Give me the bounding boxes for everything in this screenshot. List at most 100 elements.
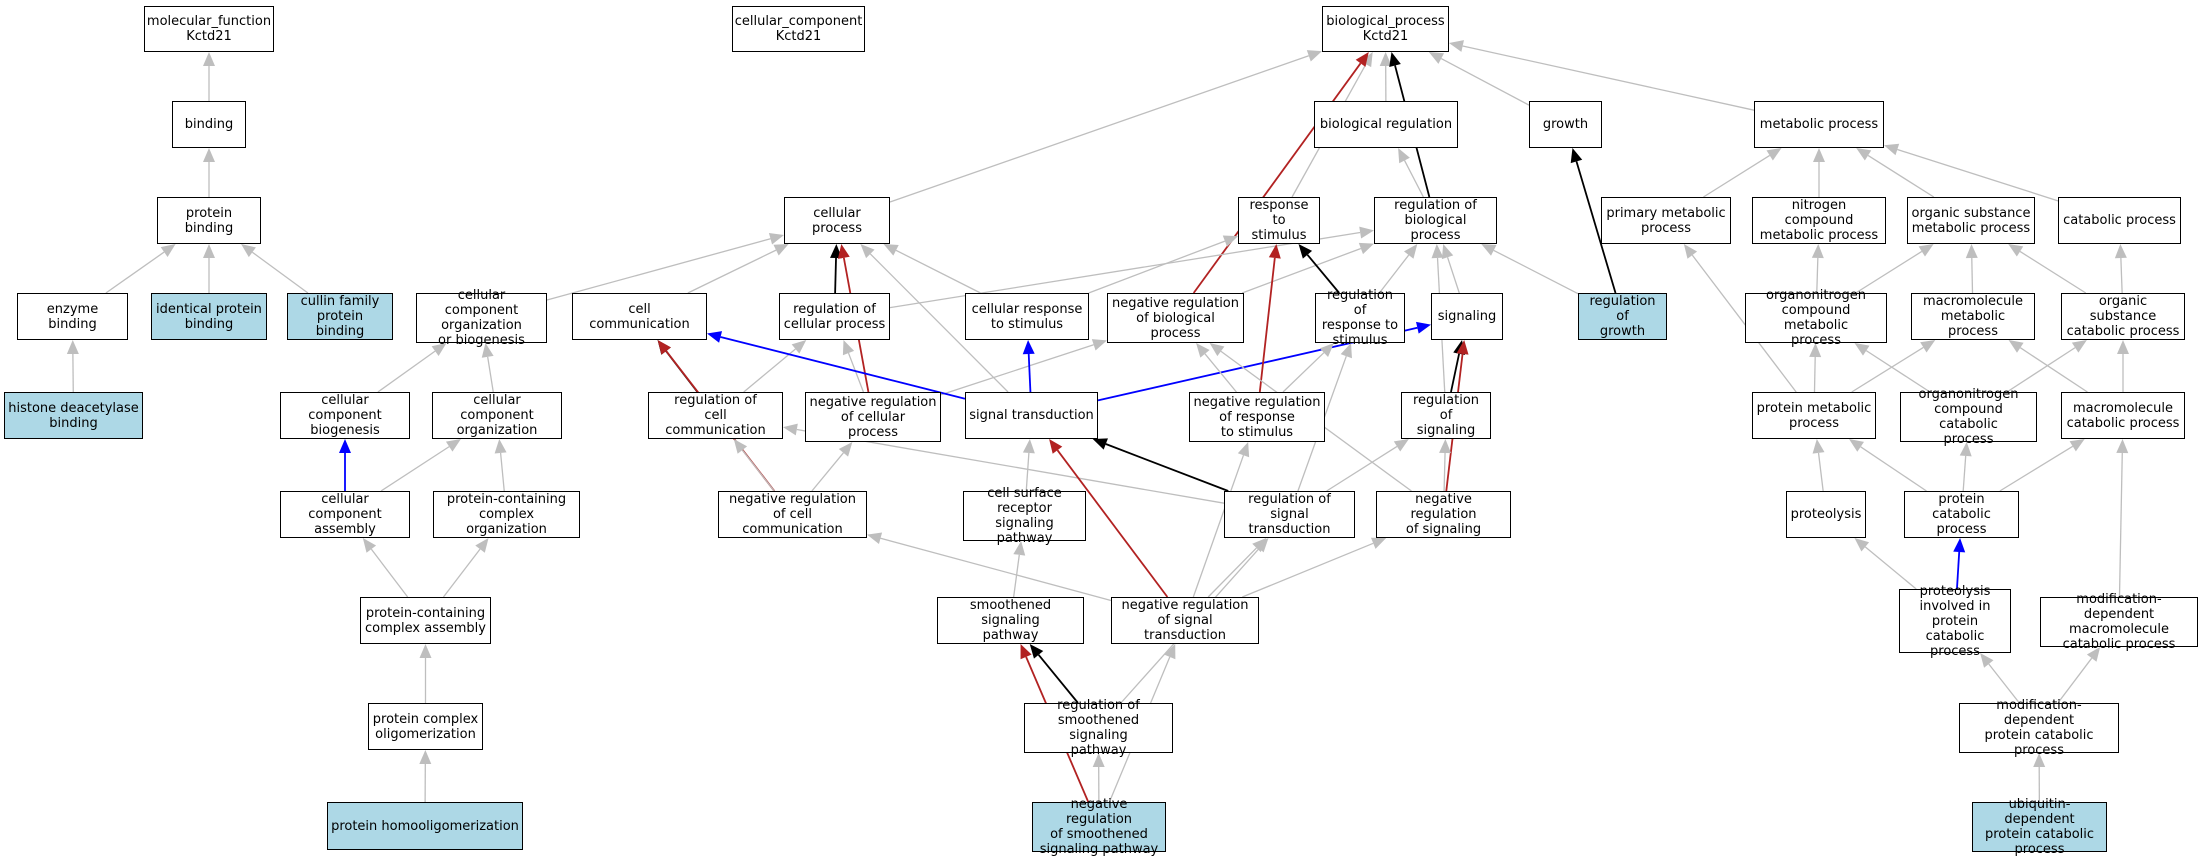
node-cellular-component-organization[interactable]: cellular component organization [432,392,562,439]
node-histone-deacetylase-binding[interactable]: histone deacetylase binding [4,392,143,439]
edge-is-a [547,233,784,300]
node-negative-regulation-of-response-to-stimulus[interactable]: negative regulation of response to stimu… [1189,392,1325,442]
node-response-to-stimulus[interactable]: response to stimulus [1238,197,1320,244]
edge-part-of [339,439,351,491]
node-regulation-of-cell-communication[interactable]: regulation of cell communication [648,392,783,439]
node-negative-regulation-of-signal-transduction[interactable]: negative regulation of signal transducti… [1111,597,1259,644]
node-signaling[interactable]: signaling [1431,293,1503,340]
edge-is-a [1856,148,1934,197]
edge-is-a [744,340,807,392]
node-protein-complex-oligomerization[interactable]: protein complex oligomerization [368,703,483,750]
node-negative-regulation-of-smoothened-signaling-pathway[interactable]: negative regulation of smoothened signal… [1032,802,1166,852]
edge-is-a [203,148,215,197]
node-cell-communication[interactable]: cell communication [572,293,707,340]
node-regulation-of-biological-process[interactable]: regulation of biological process [1374,197,1497,244]
edge-is-a [890,50,1322,202]
node-ubiquitin-dependent-protein-catabolic-process[interactable]: ubiquitin-dependent protein catabolic pr… [1972,802,2107,852]
edge-is-a [1812,244,1824,293]
node-primary-metabolic-process[interactable]: primary metabolic process [1601,197,1731,244]
node-cellular-component-assembly[interactable]: cellular component assembly [280,491,410,538]
node-organic-substance-catabolic-process[interactable]: organic substance catabolic process [2061,293,2185,340]
node-nitrogen-compound-metabolic-process[interactable]: nitrogen compound metabolic process [1752,197,1886,244]
node-protein-metabolic-process[interactable]: protein metabolic process [1752,392,1876,439]
edge-part-of [1023,340,1035,392]
node-cullin-family-protein-binding[interactable]: cullin family protein binding [287,293,393,340]
node-biological-regulation[interactable]: biological regulation [1314,101,1458,148]
edge-is-a [420,644,432,703]
edge-is-a [1380,52,1392,101]
node-cellular-component[interactable]: cellular_component Kctd21 [732,6,865,52]
edge-is-a [1703,148,1781,197]
node-organonitrogen-compound-catabolic-process[interactable]: organonitrogen compound catabolic proces… [1900,392,2037,442]
edge-is-a [1809,343,1821,392]
edge-is-a [812,442,852,491]
edge-is-a [2115,244,2127,293]
node-regulation-of-response-to-stimulus[interactable]: regulation of response to stimulus [1315,293,1405,343]
edge-is-a [1856,244,1934,293]
node-regulation-of-growth[interactable]: regulation of growth [1578,293,1667,340]
node-negative-regulation-of-signaling[interactable]: negative regulation of signaling [1376,491,1511,538]
node-molecular-function[interactable]: molecular_function Kctd21 [144,6,274,52]
node-organic-substance-metabolic-process[interactable]: organic substance metabolic process [1907,197,2035,244]
edge-regulates [1299,244,1340,293]
node-smoothened-signaling-pathway[interactable]: smoothened signaling pathway [937,597,1084,644]
edge-is-a [106,244,176,293]
node-protein-homooligomerization[interactable]: protein homooligomerization [327,802,523,850]
edge-is-a [884,244,981,293]
node-enzyme-binding[interactable]: enzyme binding [17,293,128,340]
edge-is-a [2117,340,2129,392]
node-modification-dependent-macromolecule-catabolic-process[interactable]: modification-dependent macromolecule cat… [2040,597,2198,647]
edge-is-a [2116,439,2128,597]
edge-is-a [1327,439,1409,491]
node-biological-process[interactable]: biological_process Kctd21 [1322,6,1449,52]
node-regulation-of-smoothened-signaling-pathway[interactable]: regulation of smoothened signaling pathw… [1024,703,1173,753]
node-regulation-of-cellular-process[interactable]: regulation of cellular process [779,293,890,340]
node-negative-regulation-of-biological-process[interactable]: negative regulation of biological proces… [1107,293,1244,343]
edge-negatively-regulates [1194,52,1369,293]
node-proteolysis-involved-in-protein-catabolic-process[interactable]: proteolysis involved in protein cataboli… [1899,589,2011,653]
node-identical-protein-binding[interactable]: identical protein binding [151,293,267,340]
edge-is-a [1283,343,1334,392]
node-negative-regulation-of-cellular-process[interactable]: negative regulation of cellular process [805,392,941,442]
edge-is-a [482,343,494,392]
edge-regulates [1030,644,1078,703]
node-macromolecule-catabolic-process[interactable]: macromolecule catabolic process [2061,392,2185,439]
edge-is-a [495,439,507,491]
edge-is-a [419,750,431,802]
node-proteolysis[interactable]: proteolysis [1786,491,1866,538]
edge-is-a [203,244,215,293]
node-signal-transduction[interactable]: signal transduction [965,392,1098,439]
node-binding[interactable]: binding [172,101,246,148]
node-cellular-process[interactable]: cellular process [784,197,890,244]
node-cell-surface-receptor-signaling-pathway[interactable]: cell surface receptor signaling pathway [963,491,1086,541]
edge-is-a [1023,439,1035,491]
edge-is-a [1960,442,1972,491]
node-protein-containing-complex-organization[interactable]: protein-containing complex organization [433,491,580,538]
edge-is-a [1813,148,1825,197]
node-modification-dependent-protein-catabolic-process[interactable]: modification-dependent protein catabolic… [1959,703,2119,753]
node-cellular-component-biogenesis[interactable]: cellular component biogenesis [280,392,410,439]
edge-is-a [688,244,789,293]
node-regulation-of-signal-transduction[interactable]: regulation of signal transduction [1224,491,1355,538]
node-protein-binding[interactable]: protein binding [157,197,261,244]
node-growth[interactable]: growth [1529,101,1602,148]
edge-is-a [1966,244,1978,293]
node-protein-containing-complex-assembly[interactable]: protein-containing complex assembly [360,597,491,644]
edge-is-a [443,538,488,597]
node-protein-catabolic-process[interactable]: protein catabolic process [1904,491,2019,538]
node-metabolic-process[interactable]: metabolic process [1754,101,1884,148]
node-regulation-of-signaling[interactable]: regulation of signaling [1401,392,1491,439]
edge-is-a [381,439,461,491]
node-catabolic-process[interactable]: catabolic process [2058,197,2181,244]
node-macromolecule-metabolic-process[interactable]: macromolecule metabolic process [1911,293,2035,340]
edge-is-a [203,52,215,101]
node-organonitrogen-compound-metabolic-process[interactable]: organonitrogen compound metabolic proces… [1745,293,1887,343]
node-cellular-response-to-stimulus[interactable]: cellular response to stimulus [965,293,1089,340]
edge-is-a [734,439,774,491]
edge-is-a [378,343,447,392]
edge-is-a [1379,244,1417,293]
edge-is-a [1813,439,1825,491]
node-cellular-component-organization-or-biogenesis[interactable]: cellular component organization or bioge… [416,293,547,343]
node-negative-regulation-of-cell-communication[interactable]: negative regulation of cell communicatio… [718,491,867,538]
edge-is-a [1093,753,1105,802]
